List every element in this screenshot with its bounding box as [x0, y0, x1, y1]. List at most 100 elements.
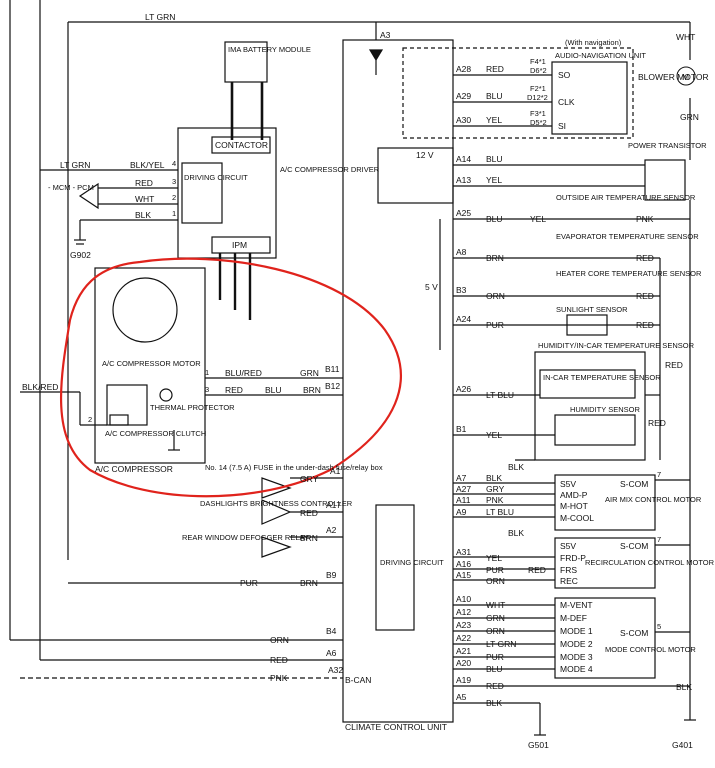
airmix-name: AIR MIX CONTROL MOTOR [605, 495, 702, 504]
airmix-wire-a7: BLK [486, 473, 502, 483]
nav-d-a30: D5*2 [530, 118, 547, 127]
a5-wire: BLK [486, 698, 502, 708]
pnk-wire: PNK [270, 673, 288, 683]
nav-sig-clk: CLK [558, 97, 575, 107]
g401-label: G401 [672, 740, 693, 750]
airmix-scom: S-COM [620, 479, 648, 489]
wire-blu-red: BLU/RED [225, 368, 262, 378]
recirc-red: RED [528, 565, 546, 575]
nav-pin-a28: A28 [456, 64, 471, 74]
wire-blu: BLU [265, 385, 282, 395]
wire-brn: BRN [303, 385, 321, 395]
wire-red: RED [225, 385, 243, 395]
a19-wire: RED [486, 681, 504, 691]
a1-label: A1 [330, 466, 341, 476]
nav-d-a28: D6*2 [530, 66, 547, 75]
annotation-circle [59, 257, 402, 498]
sensor-pin-b3: B3 [456, 285, 467, 295]
mode-sig-mode2: MODE 2 [560, 639, 593, 649]
driving-circuit-label: DRIVING CIRCUIT [184, 173, 248, 182]
mode-pin-a21: A21 [456, 646, 471, 656]
airmix-blk: BLK [508, 528, 524, 538]
recirc-scom: S-COM [620, 541, 648, 551]
airmix-sig-s5v: S5V [560, 479, 576, 489]
comp-pin-1: 1 [205, 368, 209, 377]
bcan-label: B-CAN [345, 675, 371, 685]
driver-pin-1: 1 [172, 209, 176, 218]
mode-sig-mode1: MODE 1 [560, 626, 593, 636]
airmix-pin-a7: A7 [456, 473, 467, 483]
mode-sig-mvent: M-VENT [560, 600, 593, 610]
nav-pin-a29: A29 [456, 91, 471, 101]
mode-wire-a20: BLU [486, 664, 503, 674]
driver-pin-2: 2 [172, 193, 176, 202]
wire-grn: GRN [300, 368, 319, 378]
mode-pin-a20: A20 [456, 658, 471, 668]
mode-sig-mdef: M-DEF [560, 613, 587, 623]
airmix-pin-a9: A9 [456, 507, 467, 517]
sensor-wire-orn: ORN [486, 291, 505, 301]
g501-label: G501 [528, 740, 549, 750]
recirc-pin7: 7 [657, 535, 661, 544]
pur-wire: PUR [240, 578, 258, 588]
mode-pin-a23: A23 [456, 620, 471, 630]
ipm-label: IPM [232, 240, 247, 250]
thermal-label: THERMAL PROTECTOR [150, 403, 235, 412]
mode-name: MODE CONTROL MOTOR [605, 645, 696, 654]
mode-pin5: 5 [657, 622, 661, 631]
nav-f-a28: F4*1 [530, 57, 546, 66]
ima-label: IMA BATTERY MODULE [228, 45, 311, 54]
brn-wire-b9: BRN [300, 578, 318, 588]
nav-wire-a29: BLU [486, 91, 503, 101]
a14-wire: BLU [486, 154, 503, 164]
driving-circuit-ccu: DRIVING CIRCUIT [380, 558, 444, 567]
sensor-wire-brn: BRN [486, 253, 504, 263]
right-blk: BLK [676, 682, 692, 692]
recirc-name: RECIRCULATION CONTROL MOTOR [585, 558, 715, 567]
dash-label: DASHLIGHTS BRIGHTNESS CONTROLLER [200, 499, 353, 508]
mode-wire-a22: LT GRN [486, 639, 516, 649]
top-lt-grn-label: LT GRN [145, 12, 175, 22]
ccu-label: CLIMATE CONTROL UNIT [345, 722, 447, 732]
airmix-sig-amdp: AMD-P [560, 490, 588, 500]
contactor-label: CONTACTOR [215, 140, 268, 150]
airmix-wire-a27: GRY [486, 484, 505, 494]
airmix-wire-a9: LT BLU [486, 507, 514, 517]
driver-pin-4: 4 [172, 159, 176, 168]
a5-label: A5 [456, 692, 467, 702]
recirc-wire-a15: ORN [486, 576, 505, 586]
mode-scom: S-COM [620, 628, 648, 638]
wht-label: WHT [676, 32, 695, 42]
fuse-label: No. 14 (7.5 A) FUSE in the under-dash fu… [205, 463, 383, 472]
airmix-pin-a11: A11 [456, 495, 471, 505]
sensor-out-red-1: RED [636, 253, 654, 263]
sensor-pin-a25: A25 [456, 208, 471, 218]
a14-label: A14 [456, 154, 471, 164]
red-wire-a17: RED [300, 508, 318, 518]
blk-red-label: BLK/RED [22, 382, 58, 392]
airmix-wire-a11: PNK [486, 495, 504, 505]
right-red: RED [665, 360, 683, 370]
clutch-label: A/C COMPRESSOR CLUTCH [105, 429, 206, 438]
sensor-name-heater: HEATER CORE TEMPERATURE SENSOR [556, 269, 702, 278]
sensor-out-red-2: RED [636, 291, 654, 301]
mode-pin-a12: A12 [456, 607, 471, 617]
driver-wire-ltgrn: LT GRN [60, 160, 90, 170]
brn-wire-a2: BRN [300, 533, 318, 543]
incar-label: IN-CAR TEMPERATURE SENSOR [543, 373, 661, 382]
power-transistor-label: POWER TRANSISTOR [628, 141, 707, 150]
humidity-red: RED [648, 418, 666, 428]
recirc-pin-a15: A15 [456, 570, 471, 580]
airmix-pin7: 7 [657, 470, 661, 479]
b1-label: B1 [456, 424, 467, 434]
sensor-wire-yel: YEL [530, 214, 546, 224]
a3-label: A3 [380, 30, 391, 40]
mcm-pcm-label: - MCM - PCM [48, 183, 94, 192]
nav-wire-a28: RED [486, 64, 504, 74]
v12-label: 12 V [416, 150, 434, 160]
nav-sig-si: SI [558, 121, 566, 131]
a26-wire: LT BLU [486, 390, 514, 400]
humidity-title: HUMIDITY/IN-CAR TEMPERATURE SENSOR [538, 341, 695, 350]
sensor-name-evap: EVAPORATOR TEMPERATURE SENSOR [556, 232, 699, 241]
